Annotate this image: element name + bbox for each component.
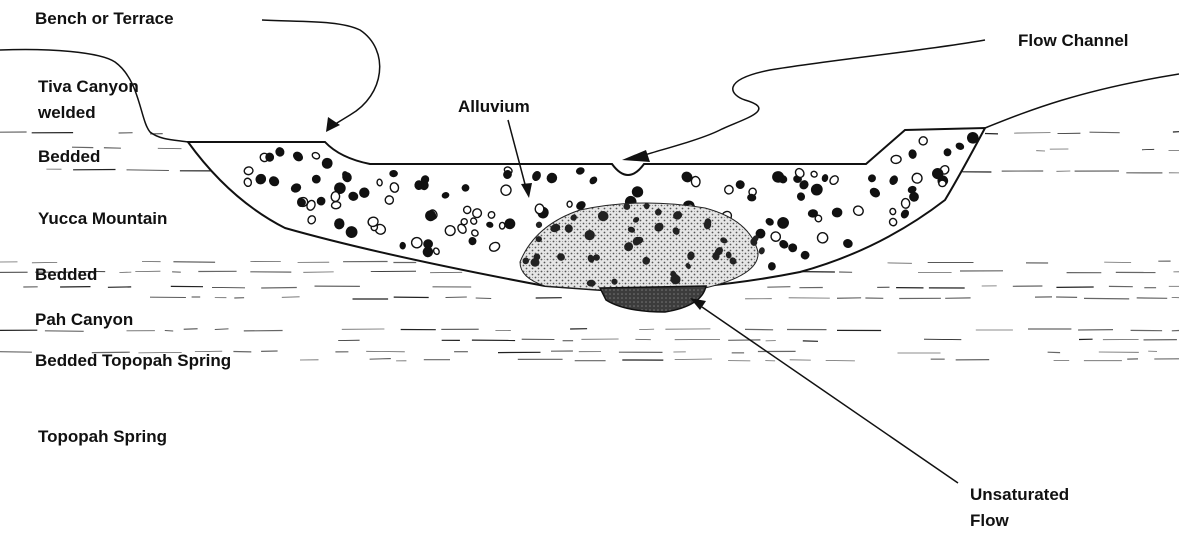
bedding-line: [127, 170, 169, 171]
bedding-line: [366, 351, 405, 352]
bedding-line: [1090, 132, 1120, 133]
bedding-line: [1014, 133, 1050, 134]
open-pebble: [377, 179, 383, 186]
unsaturated-flow-leader: [702, 307, 958, 483]
open-pebble: [691, 176, 701, 187]
filled-pebble: [944, 149, 951, 156]
filled-pebble: [266, 153, 274, 162]
label-bench-or-terrace: Bench or Terrace: [35, 9, 174, 28]
filled-pebble: [390, 171, 397, 177]
right-slope-surface-line: [985, 74, 1179, 128]
filled-pebble: [415, 180, 424, 189]
bedding-line: [767, 287, 790, 288]
bedding-line: [215, 329, 229, 330]
label-bedded-upper: Bedded: [38, 147, 100, 166]
filled-pebble: [769, 263, 776, 270]
filled-pebble: [400, 243, 405, 249]
bedding-line: [0, 352, 32, 353]
bedding-line: [639, 329, 654, 330]
filled-pebble: [747, 194, 755, 201]
filled-pebble: [736, 181, 744, 189]
label-yucca-mountain: Yucca Mountain: [38, 209, 167, 228]
filled-pebble: [313, 175, 320, 182]
filled-pebble: [334, 219, 344, 230]
bedding-line: [924, 339, 961, 340]
bedding-line: [1142, 149, 1154, 150]
bench-or-terrace-arrowhead: [326, 117, 340, 132]
label-topopah-spring: Topopah Spring: [38, 427, 167, 446]
label-bedded-lower: Bedded: [35, 265, 97, 284]
bedding-line: [1084, 298, 1129, 299]
open-pebble: [567, 201, 572, 207]
filled-pebble: [632, 186, 643, 197]
open-pebble: [891, 155, 902, 164]
flow-channel-arrowhead: [622, 150, 650, 162]
open-pebble: [939, 180, 946, 187]
filled-pebble: [359, 188, 369, 198]
label-unsaturated: Unsaturated: [970, 485, 1069, 504]
filled-pebble: [442, 192, 450, 199]
label-pah-canyon: Pah Canyon: [35, 310, 133, 329]
open-pebble: [535, 204, 544, 214]
bedding-line: [45, 331, 84, 332]
filled-pebble: [909, 149, 917, 158]
bench-or-terrace-leader: [262, 20, 380, 126]
bedding-line: [282, 297, 300, 298]
filled-pebble: [808, 210, 817, 218]
label-welded: welded: [37, 103, 96, 122]
filled-pebble: [469, 237, 476, 245]
bedding-line: [675, 359, 712, 360]
saturated-flow-core: [600, 286, 706, 312]
label-alluvium: Alluvium: [458, 97, 530, 116]
label-flow-channel: Flow Channel: [1018, 31, 1129, 50]
label-tiva-canyon: Tiva Canyon: [38, 77, 139, 96]
filled-pebble: [462, 184, 470, 191]
open-pebble: [499, 222, 505, 229]
filled-pebble: [832, 208, 842, 217]
open-pebble: [331, 201, 341, 209]
label-flow: Flow: [970, 511, 1009, 530]
open-pebble: [331, 191, 340, 201]
bedding-line: [261, 288, 297, 289]
zone-pebble: [587, 280, 596, 287]
open-pebble: [901, 198, 910, 208]
label-bedded-topopah-spring: Bedded Topopah Spring: [35, 351, 231, 370]
